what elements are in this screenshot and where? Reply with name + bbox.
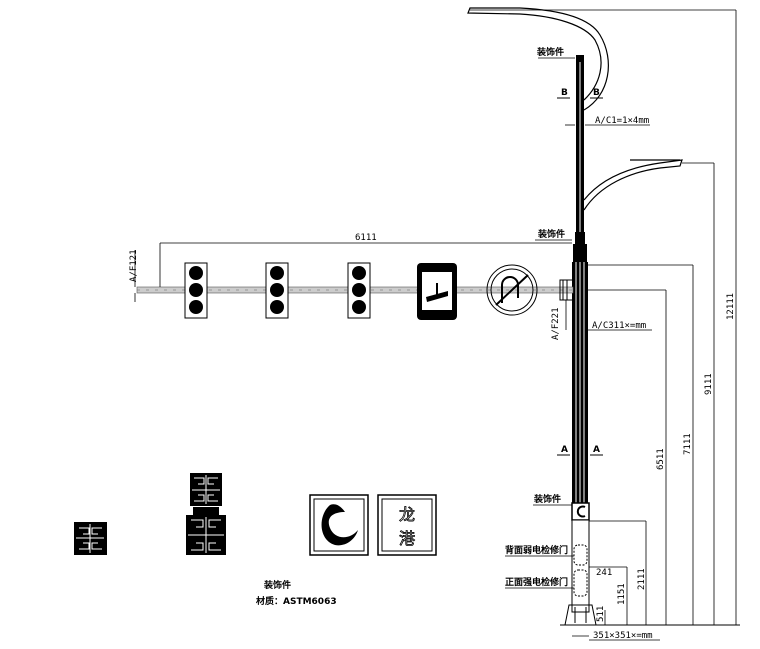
decor-pattern-stack xyxy=(186,473,226,555)
material-label: 材质：ASTM6063 xyxy=(255,595,337,607)
dim-1150: 1151 xyxy=(617,583,627,605)
rear-door xyxy=(573,544,588,566)
dragon-logo-panel xyxy=(309,494,369,556)
rear-door-label: 背面弱电检修门 xyxy=(505,544,568,556)
pole xyxy=(560,55,740,626)
sign-char-1: 龙 xyxy=(399,505,415,524)
dim-lower-pole: A/C311×=mm xyxy=(592,321,646,331)
dim-7000: 7111 xyxy=(683,433,693,455)
section-b-right: B xyxy=(593,88,600,98)
second-lamp-arm xyxy=(583,159,683,211)
top-lamp-arm xyxy=(467,7,609,111)
dim-240: 241 xyxy=(596,568,612,578)
dim-total-height: 12111 xyxy=(726,293,736,320)
decor-mid-label: 装饰件 xyxy=(537,228,565,240)
decor-base-label: 装饰件 xyxy=(533,493,561,505)
dimension-lines xyxy=(134,9,737,641)
dim-arm-height-left: A/F121 xyxy=(129,249,139,282)
traffic-light-1 xyxy=(184,262,208,319)
decor-caption: 装饰件 xyxy=(263,579,291,591)
dim-arm-length: 6111 xyxy=(355,233,377,243)
no-u-turn-sign xyxy=(486,264,538,316)
section-b-left: B xyxy=(561,88,568,98)
dim-500: 511 xyxy=(596,606,606,622)
section-a-right: A xyxy=(593,445,600,455)
dim-upper-pole: A/C1=1×4mm xyxy=(595,116,649,126)
sign-char-2: 港 xyxy=(399,529,415,548)
longgang-text-panel: 龙 港 xyxy=(377,494,437,556)
traffic-light-3 xyxy=(347,262,371,319)
square-sign xyxy=(417,263,457,320)
base-logo-icon xyxy=(576,505,586,518)
dim-arm-height-right: A/F221 xyxy=(551,307,561,340)
section-marks xyxy=(557,97,603,456)
dim-lamp2-height: 9111 xyxy=(704,373,714,395)
dim-2000: 2111 xyxy=(637,568,647,590)
leaders xyxy=(505,57,575,589)
decor-pattern-small xyxy=(74,522,107,555)
dim-6500: 6511 xyxy=(656,448,666,470)
dim-base: 351×351×=mm xyxy=(593,631,653,641)
section-a-left: A xyxy=(561,445,568,455)
decor-top-label: 装饰件 xyxy=(536,46,564,58)
front-door-label: 正面强电检修门 xyxy=(505,576,568,588)
traffic-light-2 xyxy=(265,262,289,319)
